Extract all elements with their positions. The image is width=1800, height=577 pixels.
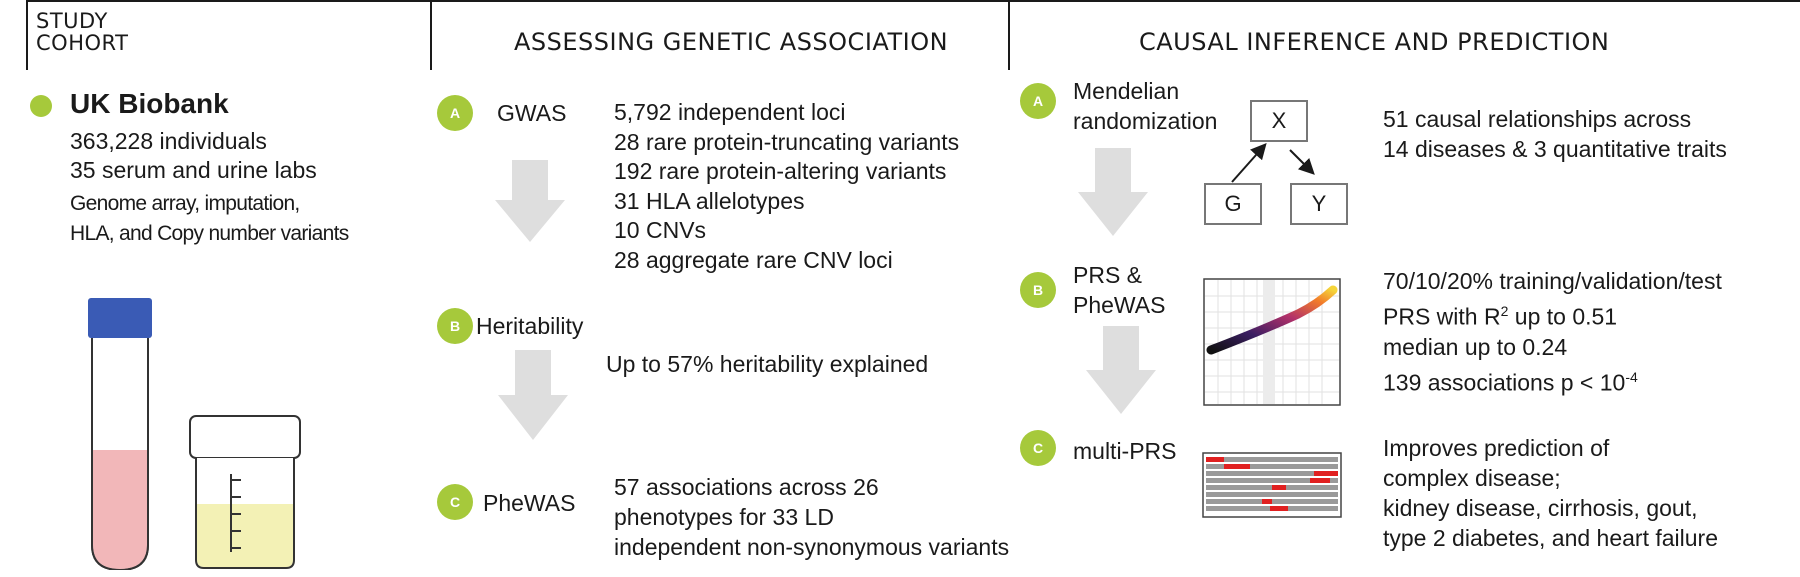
header-genetic-association: ASSESSING GENETIC ASSOCIATION	[514, 28, 949, 56]
gwas-results: 5,792 independent loci 28 rare protein-t…	[614, 98, 959, 275]
gwas-result-pav: 192 rare protein-altering variants	[614, 158, 947, 184]
cohort-labs: 35 serum and urine labs	[70, 157, 317, 183]
multiprs-badge: C	[1020, 430, 1056, 466]
prs-result-r2-sup: 2	[1500, 303, 1509, 319]
phewas-result-line2: phenotypes for 33 LD	[614, 504, 834, 530]
phewas-results: 57 associations across 26 phenotypes for…	[614, 472, 1009, 562]
mr-label-line1: Mendelian	[1073, 78, 1180, 104]
header-divider-left	[26, 0, 28, 70]
mr-badge: A	[1020, 83, 1056, 119]
prs-label: PRS & PheWAS	[1073, 260, 1165, 320]
cohort-data-types-line2: HLA, and Copy number variants	[70, 222, 349, 245]
prs-result-r2: PRS with R2 up to 0.51	[1383, 296, 1722, 332]
dag-node-x: X	[1250, 100, 1308, 142]
prs-results: 70/10/20% training/validation/test PRS w…	[1383, 266, 1722, 397]
mr-result-line2: 14 diseases & 3 quantitative traits	[1383, 136, 1727, 162]
phewas-badge: C	[437, 484, 473, 520]
heritability-to-phewas-arrow	[498, 350, 568, 440]
phewas-result-line1: 57 associations across 26	[614, 474, 879, 500]
header-study-cohort-line1: STUDY	[36, 9, 108, 33]
header-study-cohort-line2: COHORT	[36, 31, 129, 55]
gwas-badge: A	[437, 95, 473, 131]
header-causal-inference: CAUSAL INFERENCE AND PREDICTION	[1139, 28, 1610, 56]
prs-calibration-plot	[1203, 278, 1341, 406]
dag-arrows	[1231, 143, 1315, 183]
prs-result-associations: 139 associations p < 10-4	[1383, 362, 1722, 398]
prs-label-line1: PRS &	[1073, 262, 1143, 288]
heritability-result: Up to 57% heritability explained	[606, 351, 929, 377]
cohort-individuals: 363,228 individuals	[70, 128, 267, 154]
blood-tube-illustration	[88, 298, 152, 570]
mr-label: Mendelian randomization	[1073, 76, 1217, 136]
gwas-result-rare-cnv: 28 aggregate rare CNV loci	[614, 246, 893, 273]
phewas-label: PheWAS	[483, 490, 576, 516]
multiprs-results: Improves prediction of complex disease; …	[1383, 433, 1718, 553]
mr-result-line1: 51 causal relationships across	[1383, 106, 1692, 132]
cohort-name: UK Biobank	[70, 88, 229, 119]
header-divider-right	[1008, 0, 1010, 70]
dag-arrow-x-to-y	[1289, 149, 1315, 175]
gwas-label: GWAS	[497, 100, 567, 126]
cohort-data-types: Genome array, imputation, HLA, and Copy …	[70, 189, 349, 249]
multiprs-label: multi-PRS	[1073, 438, 1177, 464]
dag-node-y: Y	[1290, 183, 1348, 225]
prs-result-assoc-sup: -4	[1625, 368, 1638, 385]
prs-result-r2-suffix: up to 0.51	[1514, 303, 1618, 330]
gwas-to-heritability-arrow	[495, 160, 565, 242]
mr-results: 51 causal relationships across 14 diseas…	[1383, 104, 1727, 164]
header-top-rule	[26, 0, 1800, 2]
cohort-bullet	[30, 95, 52, 117]
gwas-result-hla: 31 HLA allelotypes	[614, 187, 805, 214]
prs-to-multiprs-arrow	[1086, 326, 1156, 414]
multiprs-result-line4: type 2 diabetes, and heart failure	[1383, 525, 1719, 551]
heritability-label: Heritability	[476, 313, 584, 339]
multiprs-illustration	[1202, 452, 1342, 518]
multiprs-result-line1: Improves prediction of	[1383, 435, 1610, 461]
prs-badge: B	[1020, 272, 1056, 308]
multiprs-result-line2: complex disease;	[1383, 465, 1561, 491]
header-study-cohort: STUDY COHORT	[36, 10, 128, 54]
mr-to-prs-arrow	[1078, 148, 1148, 236]
gwas-result-ptv: 28 rare protein-truncating variants	[614, 128, 960, 155]
heritability-badge: B	[437, 308, 473, 344]
prs-result-assoc-prefix: 139 associations p < 10	[1383, 369, 1626, 396]
header-divider-middle	[430, 0, 432, 70]
dag-arrow-g-to-x	[1231, 143, 1267, 183]
mr-label-line2: randomization	[1073, 108, 1218, 134]
urine-container-illustration	[189, 415, 301, 569]
dag-node-g: G	[1204, 183, 1262, 225]
gwas-result-cnv: 10 CNVs	[614, 217, 707, 243]
prs-result-split: 70/10/20% training/validation/test	[1383, 268, 1722, 294]
phewas-result-line3: independent non-synonymous variants	[614, 534, 1010, 560]
prs-result-median: median up to 0.24	[1383, 333, 1568, 360]
cohort-data-types-line1: Genome array, imputation,	[70, 192, 300, 215]
gwas-result-loci: 5,792 independent loci	[614, 99, 846, 125]
multiprs-result-line3: kidney disease, cirrhosis, gout,	[1383, 495, 1698, 521]
prs-result-r2-prefix: PRS with R	[1383, 303, 1501, 330]
prs-label-line2: PheWAS	[1073, 292, 1166, 318]
